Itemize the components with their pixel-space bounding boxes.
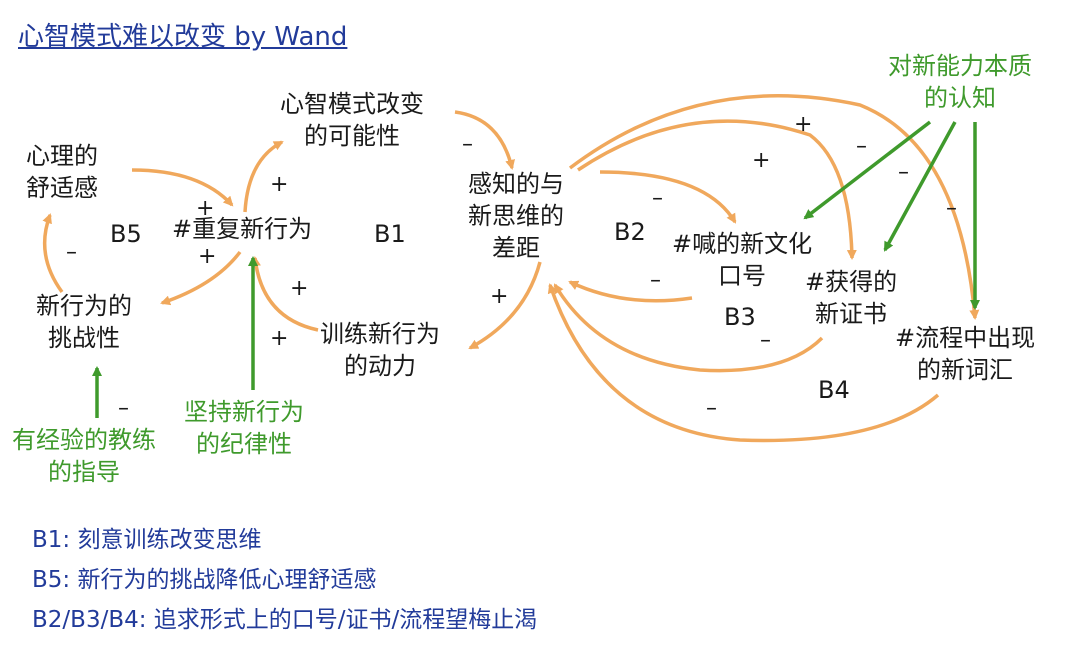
legend-b5: B5: 新行为的挑战降低心理舒适感: [32, 567, 377, 593]
green-arrow-understanding-to-certificate: [883, 121, 957, 252]
node-understanding-line1: 对新能力本质: [888, 52, 1032, 80]
node-discipline: 坚持新行为 的纪律性: [184, 396, 304, 460]
node-gap: 感知的与 新思维的 差距: [468, 168, 564, 264]
sign-plus: +: [270, 172, 289, 197]
node-understanding: 对新能力本质 的认知: [888, 50, 1032, 114]
sign-minus: –: [946, 196, 957, 221]
node-vocabulary: #流程中出现 的新词汇: [895, 322, 1035, 386]
sign-minus: –: [856, 134, 867, 159]
node-training-line1: 训练新行为: [320, 320, 440, 348]
node-certificate-line2: 新证书: [815, 300, 888, 328]
sign-minus: –: [118, 396, 129, 421]
sign-minus: –: [66, 240, 77, 265]
node-comfort-line2: 舒适感: [26, 174, 98, 202]
node-challenge: 新行为的 挑战性: [36, 290, 132, 354]
node-possibility-line2: 的可能性: [304, 122, 400, 150]
node-slogan: #喊的新文化 口号: [672, 228, 812, 292]
arrow-vocabulary-to-gap: [547, 283, 940, 443]
node-certificate: #获得的 新证书: [805, 266, 897, 330]
node-understanding-line2: 的认知: [924, 84, 996, 112]
node-possibility: 心智模式改变 的可能性: [280, 88, 424, 152]
arrow-gap-to-slogan: [599, 170, 737, 224]
arrow-certificate-to-gap: [553, 283, 824, 373]
node-training-motivation: 训练新行为 的动力: [320, 318, 440, 382]
node-possibility-line1: 心智模式改变: [280, 90, 424, 118]
sign-minus: –: [650, 268, 661, 293]
arrow-repeat-to-challenge: [160, 250, 242, 306]
node-slogan-line2: 口号: [718, 262, 767, 290]
node-comfort: 心理的 舒适感: [26, 140, 98, 204]
node-vocabulary-line2: 的新词汇: [917, 356, 1014, 384]
node-repeat-line1: #重复新行为: [172, 215, 313, 243]
diagram-title: 心智模式难以改变 by Wand: [18, 22, 348, 52]
node-challenge-line2: 挑战性: [48, 324, 120, 352]
node-slogan-line1: #喊的新文化: [672, 230, 813, 258]
green-arrow-understanding-to-slogan: [803, 120, 932, 220]
sign-plus: +: [196, 196, 215, 221]
sign-minus: –: [462, 132, 473, 157]
legend-b1: B1: 刻意训练改变思维: [32, 527, 262, 553]
node-gap-line2: 新思维的: [468, 202, 564, 230]
loop-label-b2: B2: [614, 218, 646, 246]
sign-minus: –: [898, 160, 909, 185]
legend-b2-b3-b4: B2/B3/B4: 追求形式上的口号/证书/流程望梅止渴: [32, 607, 538, 633]
loop-label-b1: B1: [374, 220, 406, 248]
sign-plus: +: [270, 326, 289, 351]
arrow-slogan-to-gap: [568, 280, 693, 303]
node-vocabulary-line1: #流程中出现: [895, 324, 1036, 352]
node-training-line2: 的动力: [344, 352, 416, 380]
loop-label-b3: B3: [724, 303, 756, 331]
node-comfort-line1: 心理的: [26, 142, 98, 170]
arrow-repeat-to-possibility: [243, 140, 284, 213]
sign-minus: –: [652, 186, 663, 211]
arrow-gap-to-vocabulary: [568, 94, 980, 320]
arrow-gap-to-certificate: [577, 119, 857, 260]
arrow-comfort-to-repeat: [131, 168, 234, 207]
node-discipline-line2: 的纪律性: [196, 430, 292, 458]
sign-plus: +: [794, 112, 813, 137]
arrow-challenge-to-comfort: [42, 213, 64, 294]
node-repeat-new-behavior: #重复新行为: [172, 213, 312, 245]
sign-plus: +: [290, 276, 309, 301]
node-gap-line1: 感知的与: [468, 170, 564, 198]
node-challenge-line1: 新行为的: [36, 292, 132, 320]
arrow-training-to-repeat: [250, 256, 319, 332]
node-discipline-line1: 坚持新行为: [184, 398, 304, 426]
loop-label-b4: B4: [818, 376, 850, 404]
node-coach-line2: 的指导: [48, 458, 120, 486]
sign-minus: –: [760, 328, 771, 353]
arrow-possibility-to-gap: [454, 110, 515, 170]
sign-plus: +: [752, 148, 771, 173]
arrow-gap-to-training: [468, 261, 542, 350]
node-coach: 有经验的教练 的指导: [12, 424, 156, 488]
sign-plus: +: [490, 284, 509, 309]
node-coach-line1: 有经验的教练: [12, 426, 156, 454]
sign-plus: +: [198, 244, 217, 269]
loop-label-b5: B5: [110, 220, 142, 248]
node-certificate-line1: #获得的: [805, 268, 898, 296]
sign-minus: –: [706, 396, 717, 421]
node-gap-line3: 差距: [492, 234, 540, 262]
